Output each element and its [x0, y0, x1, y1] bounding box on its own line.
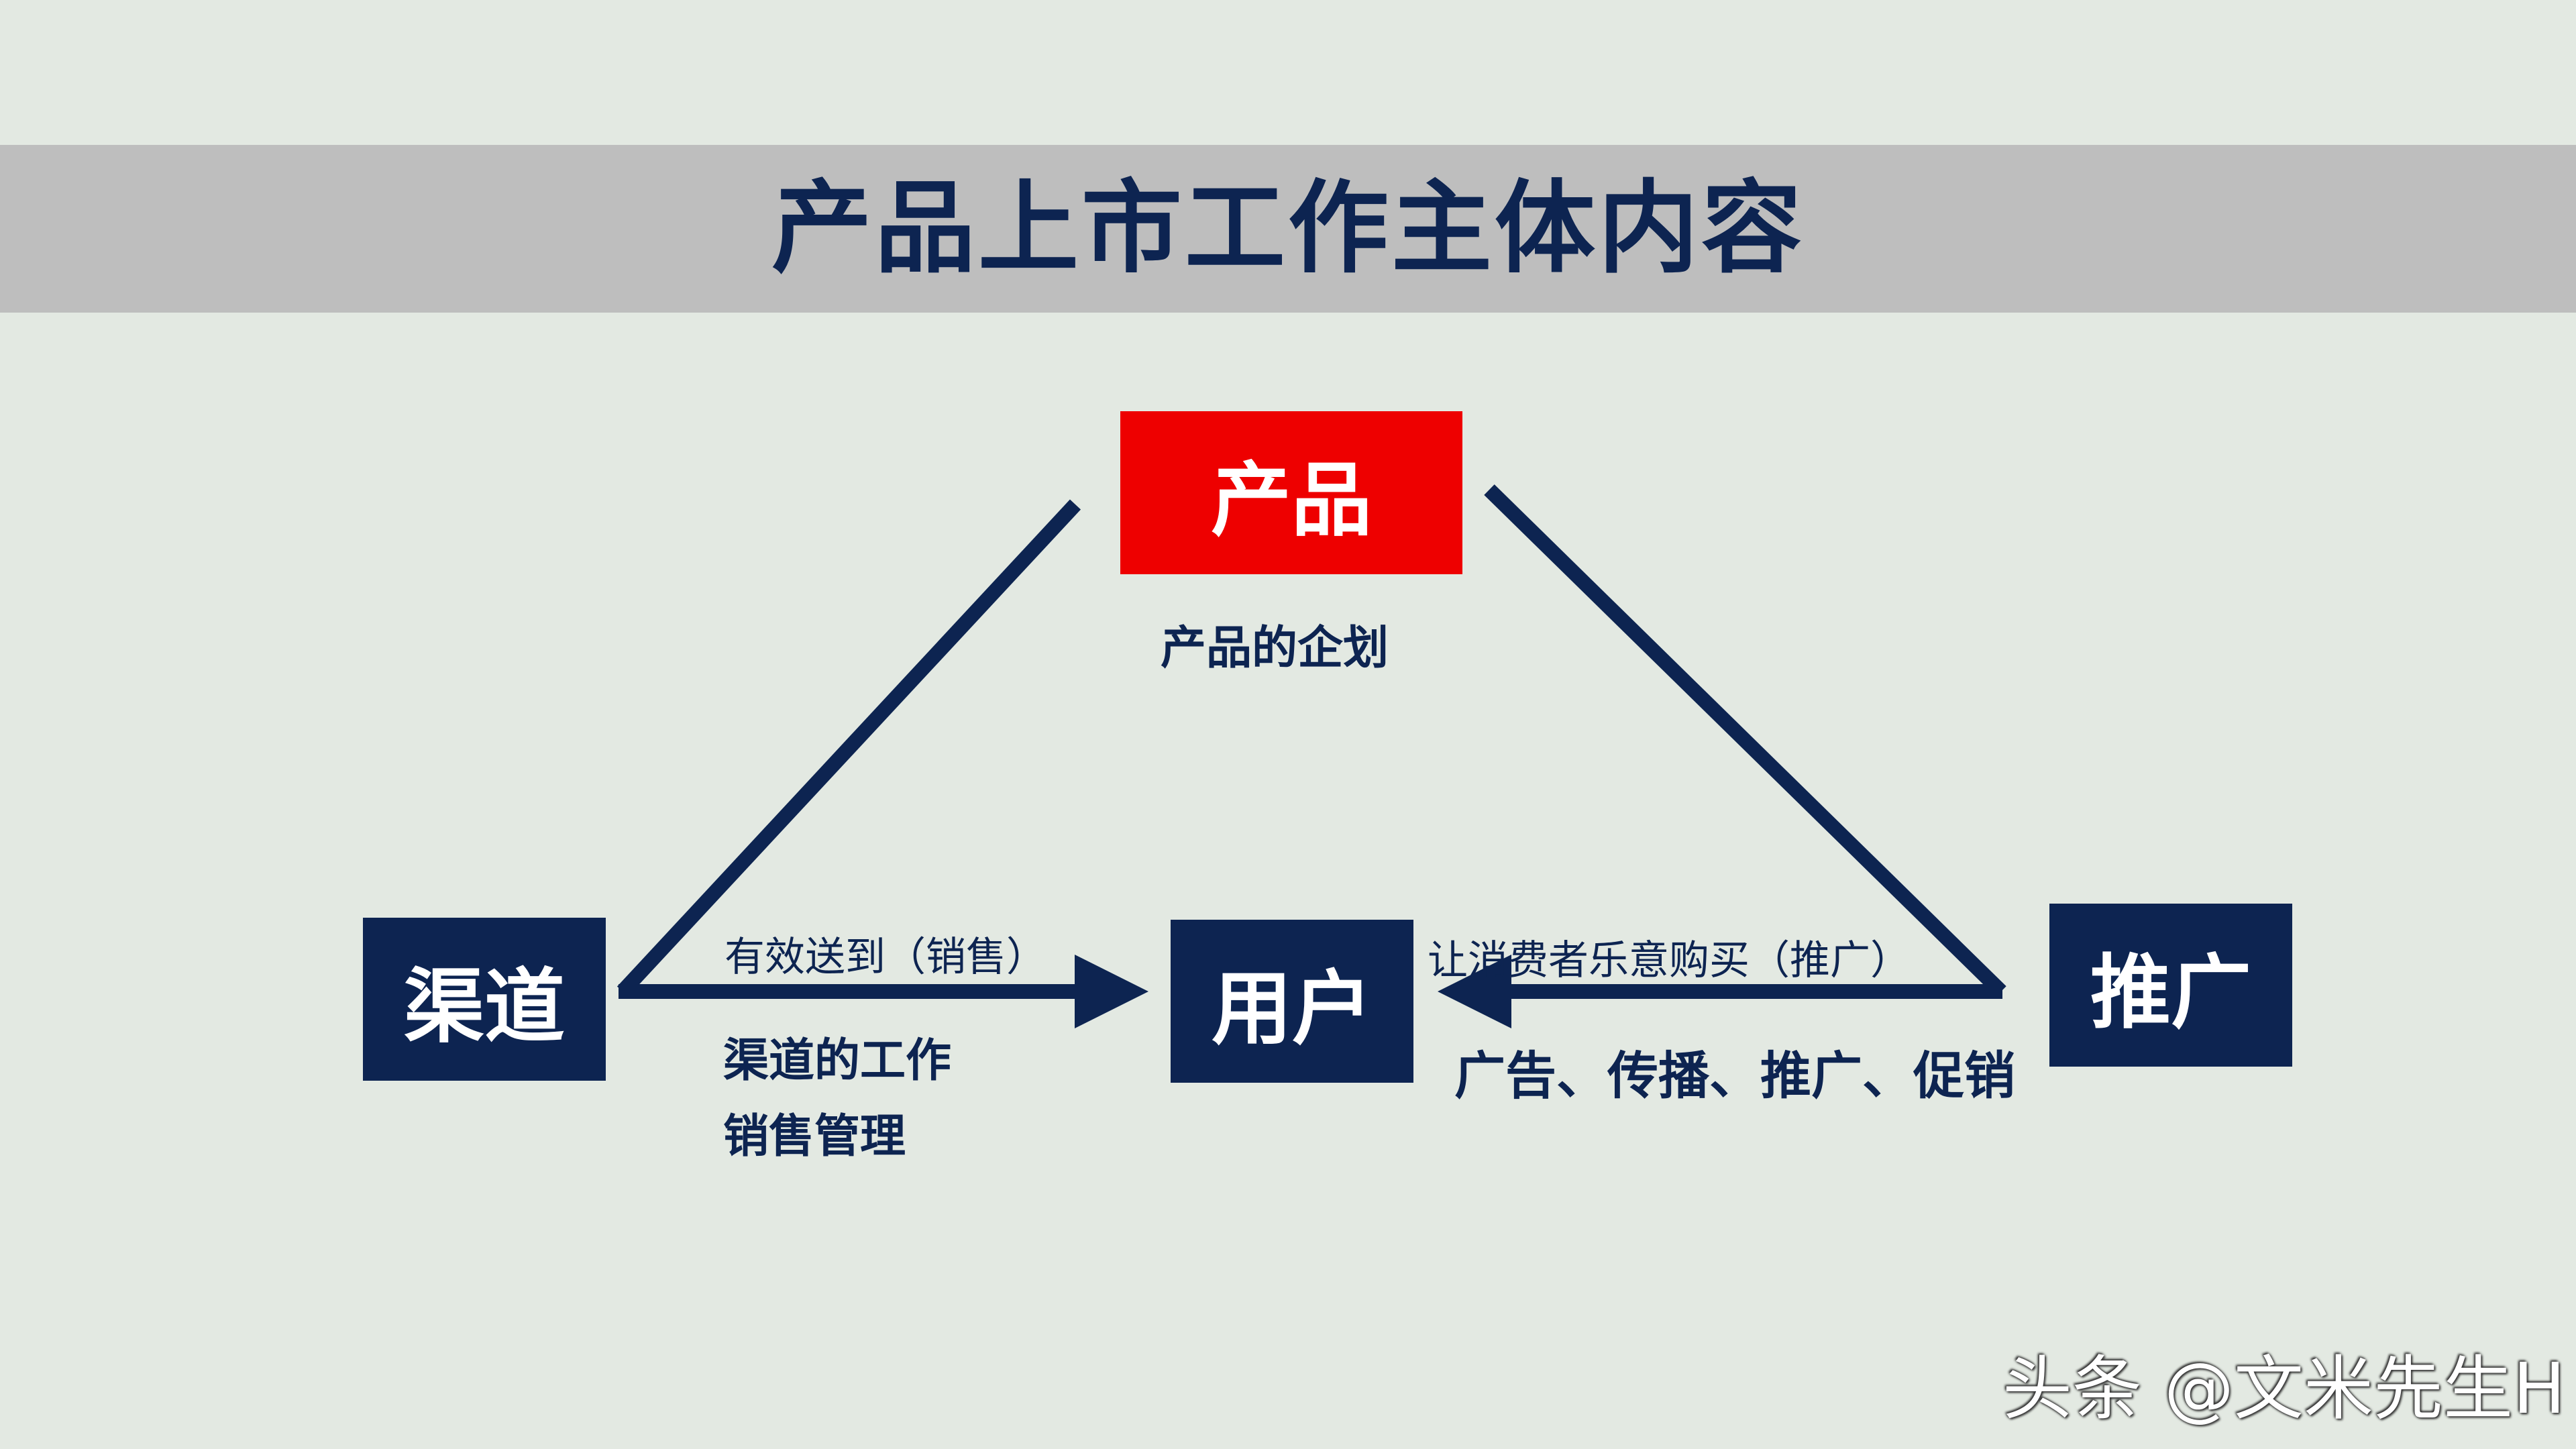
title-band: 产品上市工作主体内容: [0, 145, 2576, 313]
line-product-to-promotion: [1484, 484, 2006, 997]
line-product-to-channel: [616, 499, 1081, 997]
watermark: 头条 @文米先生H: [2002, 1348, 2566, 1430]
page-title: 产品上市工作主体内容: [771, 170, 1805, 287]
node-product: 产品: [1120, 411, 1462, 574]
label-channel-work: 渠道的工作: [723, 1034, 952, 1087]
label-product-plan: 产品的企划: [1161, 622, 1389, 675]
node-user: 用户: [1171, 920, 1413, 1083]
node-promotion: 推广: [2049, 904, 2292, 1067]
label-consumer-willing: 让消费者乐意购买（推广）: [1428, 937, 1911, 984]
label-promotion-items: 广告、传播、推广、促销: [1454, 1046, 2015, 1106]
node-channel: 渠道: [363, 918, 606, 1081]
label-effective-delivery: 有效送到（销售）: [724, 934, 1046, 981]
label-sales-management: 销售管理: [723, 1110, 906, 1163]
